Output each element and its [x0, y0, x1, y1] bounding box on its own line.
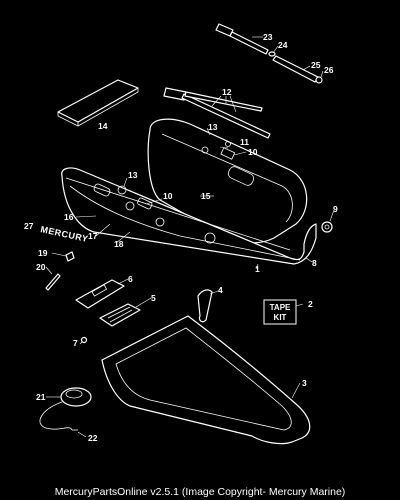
callout-18: 18 [114, 239, 124, 249]
patch-19[interactable] [65, 251, 75, 262]
callout-3: 3 [302, 378, 307, 388]
callout-7: 7 [73, 338, 78, 348]
boat-hull-main[interactable] [61, 167, 317, 265]
callout-10a: 10 [248, 147, 258, 157]
callout-26: 26 [324, 65, 334, 75]
callout-6: 6 [128, 274, 133, 284]
inflatable-tube-upper[interactable] [147, 118, 308, 244]
callout-4: 4 [218, 285, 223, 295]
callout-13b: 13 [128, 170, 138, 180]
callout-22: 22 [88, 433, 98, 443]
oar-assembly[interactable] [215, 23, 323, 84]
plate-6[interactable] [75, 279, 125, 309]
callout-25: 25 [311, 60, 321, 70]
callout-14: 14 [98, 121, 108, 131]
valve[interactable] [321, 221, 333, 233]
plug-20[interactable] [45, 273, 61, 291]
bracket-5[interactable] [99, 303, 141, 327]
floor-liner[interactable] [101, 315, 311, 445]
mercury-decal: MERCURY [40, 224, 90, 244]
handle-4[interactable] [197, 289, 213, 323]
callout-labels: 23 24 25 26 12 14 13 11 10 13 10 15 9 16… [24, 32, 338, 443]
callout-11: 11 [240, 137, 249, 147]
callout-13a: 13 [208, 122, 218, 132]
seat-bench[interactable] [57, 79, 139, 123]
svg-text:TAPE: TAPE [270, 303, 291, 312]
callout-16: 16 [64, 212, 74, 222]
callout-15: 15 [201, 191, 211, 201]
callout-2: 2 [308, 299, 313, 309]
tape-kit-box: TAPE KIT [263, 299, 297, 325]
callout-9: 9 [333, 204, 338, 214]
callout-5: 5 [151, 293, 156, 303]
oar-pair[interactable] [163, 87, 271, 139]
callout-8: 8 [312, 258, 317, 268]
callout-20: 20 [36, 262, 46, 272]
svg-text:KIT: KIT [274, 313, 287, 322]
copyright-caption: MercuryPartsOnline v2.5.1 (Image Copyrig… [54, 486, 346, 498]
callout-19: 19 [38, 248, 48, 258]
callout-1: 1 [255, 264, 260, 274]
callout-10b: 10 [163, 191, 173, 201]
fitting-7[interactable] [80, 336, 88, 344]
leader-lines [45, 36, 335, 438]
callout-24: 24 [278, 40, 288, 50]
callout-23: 23 [263, 32, 273, 42]
callout-17: 17 [88, 231, 98, 241]
callout-21: 21 [36, 392, 46, 402]
foot-pump[interactable] [39, 387, 92, 431]
callout-27: 27 [24, 221, 34, 231]
callout-12: 12 [222, 87, 232, 97]
